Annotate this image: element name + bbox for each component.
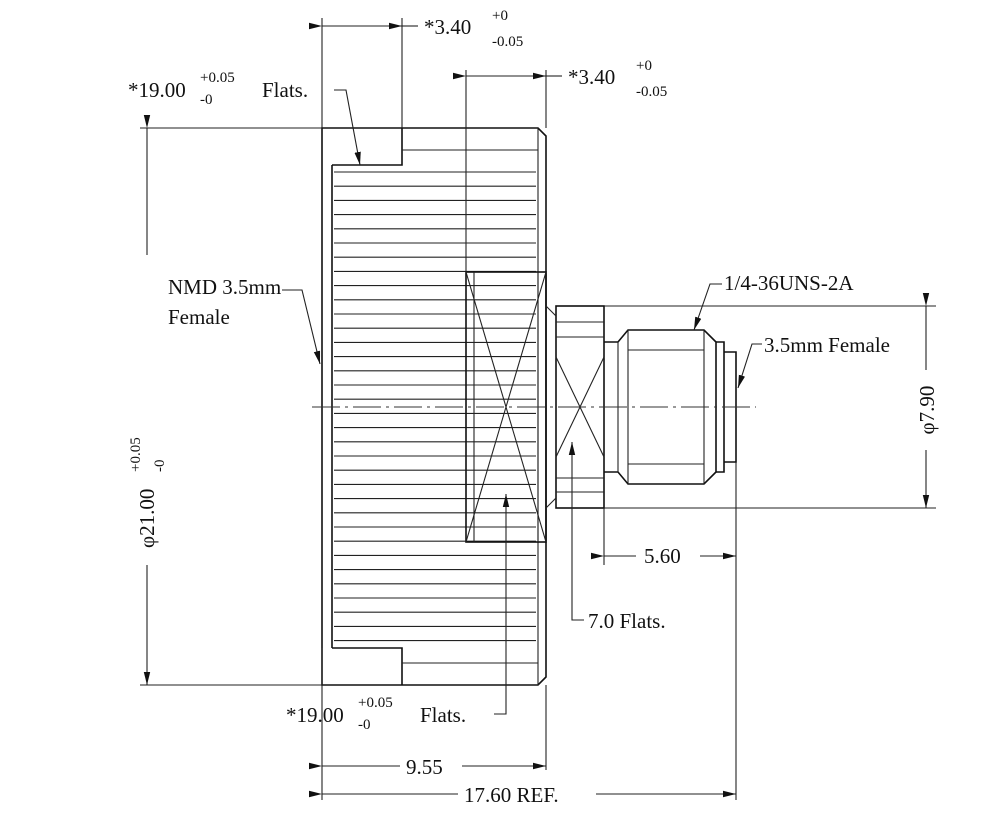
left-port-label-2: Female — [168, 305, 230, 329]
dim-flats-top: *19.00 +0.05 -0 Flats. — [128, 70, 308, 108]
svg-text:*3.40: *3.40 — [568, 65, 615, 89]
svg-text:+0: +0 — [492, 8, 508, 24]
dim-total-label: 17.60 REF. — [464, 783, 559, 807]
diameter-small-label: φ7.90 — [915, 386, 939, 435]
dim-top-width-2: *3.40 +0 -0.05 — [568, 58, 667, 100]
dim-flats-bottom: *19.00 +0.05 -0 Flats. — [286, 695, 466, 733]
svg-text:-0: -0 — [152, 460, 168, 473]
svg-text:+0.05: +0.05 — [128, 437, 144, 472]
svg-text:-0.05: -0.05 — [492, 34, 523, 50]
svg-text:+0.05: +0.05 — [200, 70, 235, 86]
diameter-large-label: φ21.00 +0.05 -0 — [128, 437, 168, 548]
leaders — [282, 89, 762, 715]
svg-text:-0.05: -0.05 — [636, 84, 667, 100]
svg-text:+0.05: +0.05 — [358, 695, 393, 711]
svg-text:+0: +0 — [636, 58, 652, 74]
main-body — [321, 127, 547, 686]
dim-9-55-label: 9.55 — [406, 755, 443, 779]
dim-5-60-label: 5.60 — [644, 544, 681, 568]
svg-text:Flats.: Flats. — [262, 78, 308, 102]
svg-text:*19.00: *19.00 — [128, 78, 186, 102]
right-port-label: 3.5mm Female — [764, 333, 890, 357]
svg-text:φ21.00: φ21.00 — [135, 489, 159, 548]
thread-label: 1/4-36UNS-2A — [724, 271, 854, 295]
svg-text:*3.40: *3.40 — [424, 15, 471, 39]
knurl-lines — [334, 171, 536, 642]
extension-lines — [140, 18, 936, 800]
svg-text:*19.00: *19.00 — [286, 703, 344, 727]
dimension-lines — [143, 22, 930, 798]
svg-text:-0: -0 — [358, 717, 371, 733]
left-port-label-1: NMD 3.5mm — [168, 275, 281, 299]
dim-top-width-1: *3.40 +0 -0.05 — [424, 8, 523, 50]
svg-text:-0: -0 — [200, 92, 213, 108]
dim-7-flats-label: 7.0 Flats. — [588, 609, 666, 633]
svg-text:Flats.: Flats. — [420, 703, 466, 727]
